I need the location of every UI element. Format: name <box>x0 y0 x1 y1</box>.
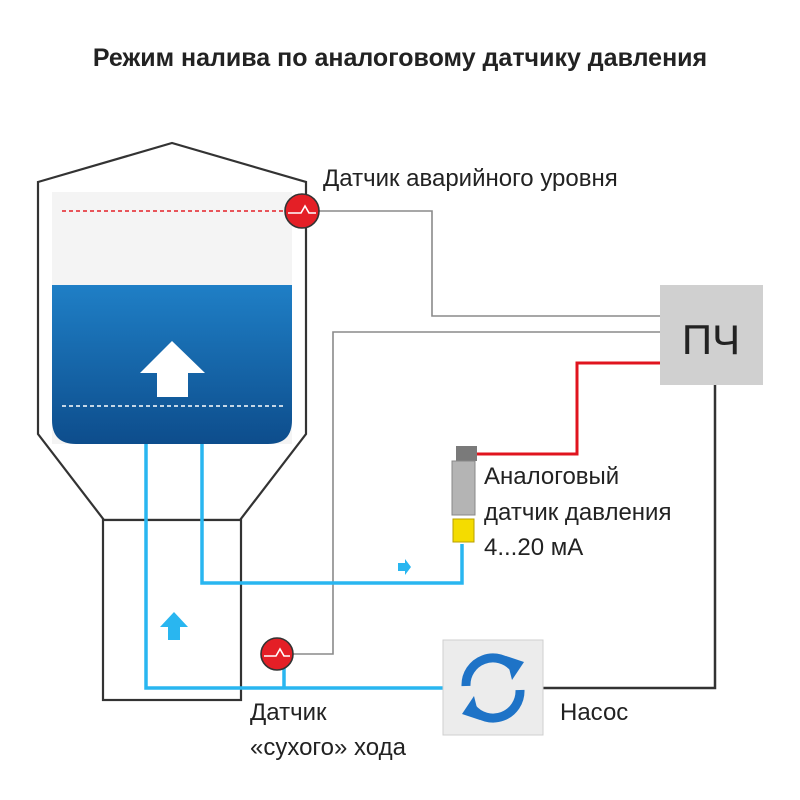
analog-sensor-label-line2: датчик давления <box>484 499 671 526</box>
emergency-sensor-label: Датчик аварийного уровня <box>323 165 618 192</box>
dry-sensor-label-line1: Датчик <box>250 699 327 726</box>
flow-arrow-icon <box>160 612 188 640</box>
pc-box <box>660 285 763 385</box>
wire-analog-to-pc <box>476 361 660 456</box>
up-arrow-icon <box>140 341 205 397</box>
rotating-arrows-icon <box>461 653 525 723</box>
analog-sensor-label-line1: Аналоговый <box>484 463 619 490</box>
pipe-to-analog-sensor <box>200 444 464 585</box>
pipe-main <box>144 444 443 690</box>
diagram-title: Режим налива по аналоговому датчику давл… <box>92 44 708 72</box>
wire-dry-to-pc <box>284 331 660 655</box>
level-sensor-icon <box>284 193 320 229</box>
tank-stand <box>101 518 243 702</box>
analog-sensor-label-line3: 4...20 мА <box>484 534 583 561</box>
wire-emergency-to-pc <box>318 210 660 317</box>
dry-sensor-label-line2: «сухого» хода <box>250 734 407 761</box>
level-sensor-icon <box>260 637 294 671</box>
pc-label: ПЧ <box>682 316 740 363</box>
flow-arrow-icon <box>398 559 411 575</box>
pump-label: Насос <box>560 699 628 726</box>
wire-pc-to-pump <box>543 385 717 690</box>
analog-pressure-sensor <box>451 446 477 543</box>
